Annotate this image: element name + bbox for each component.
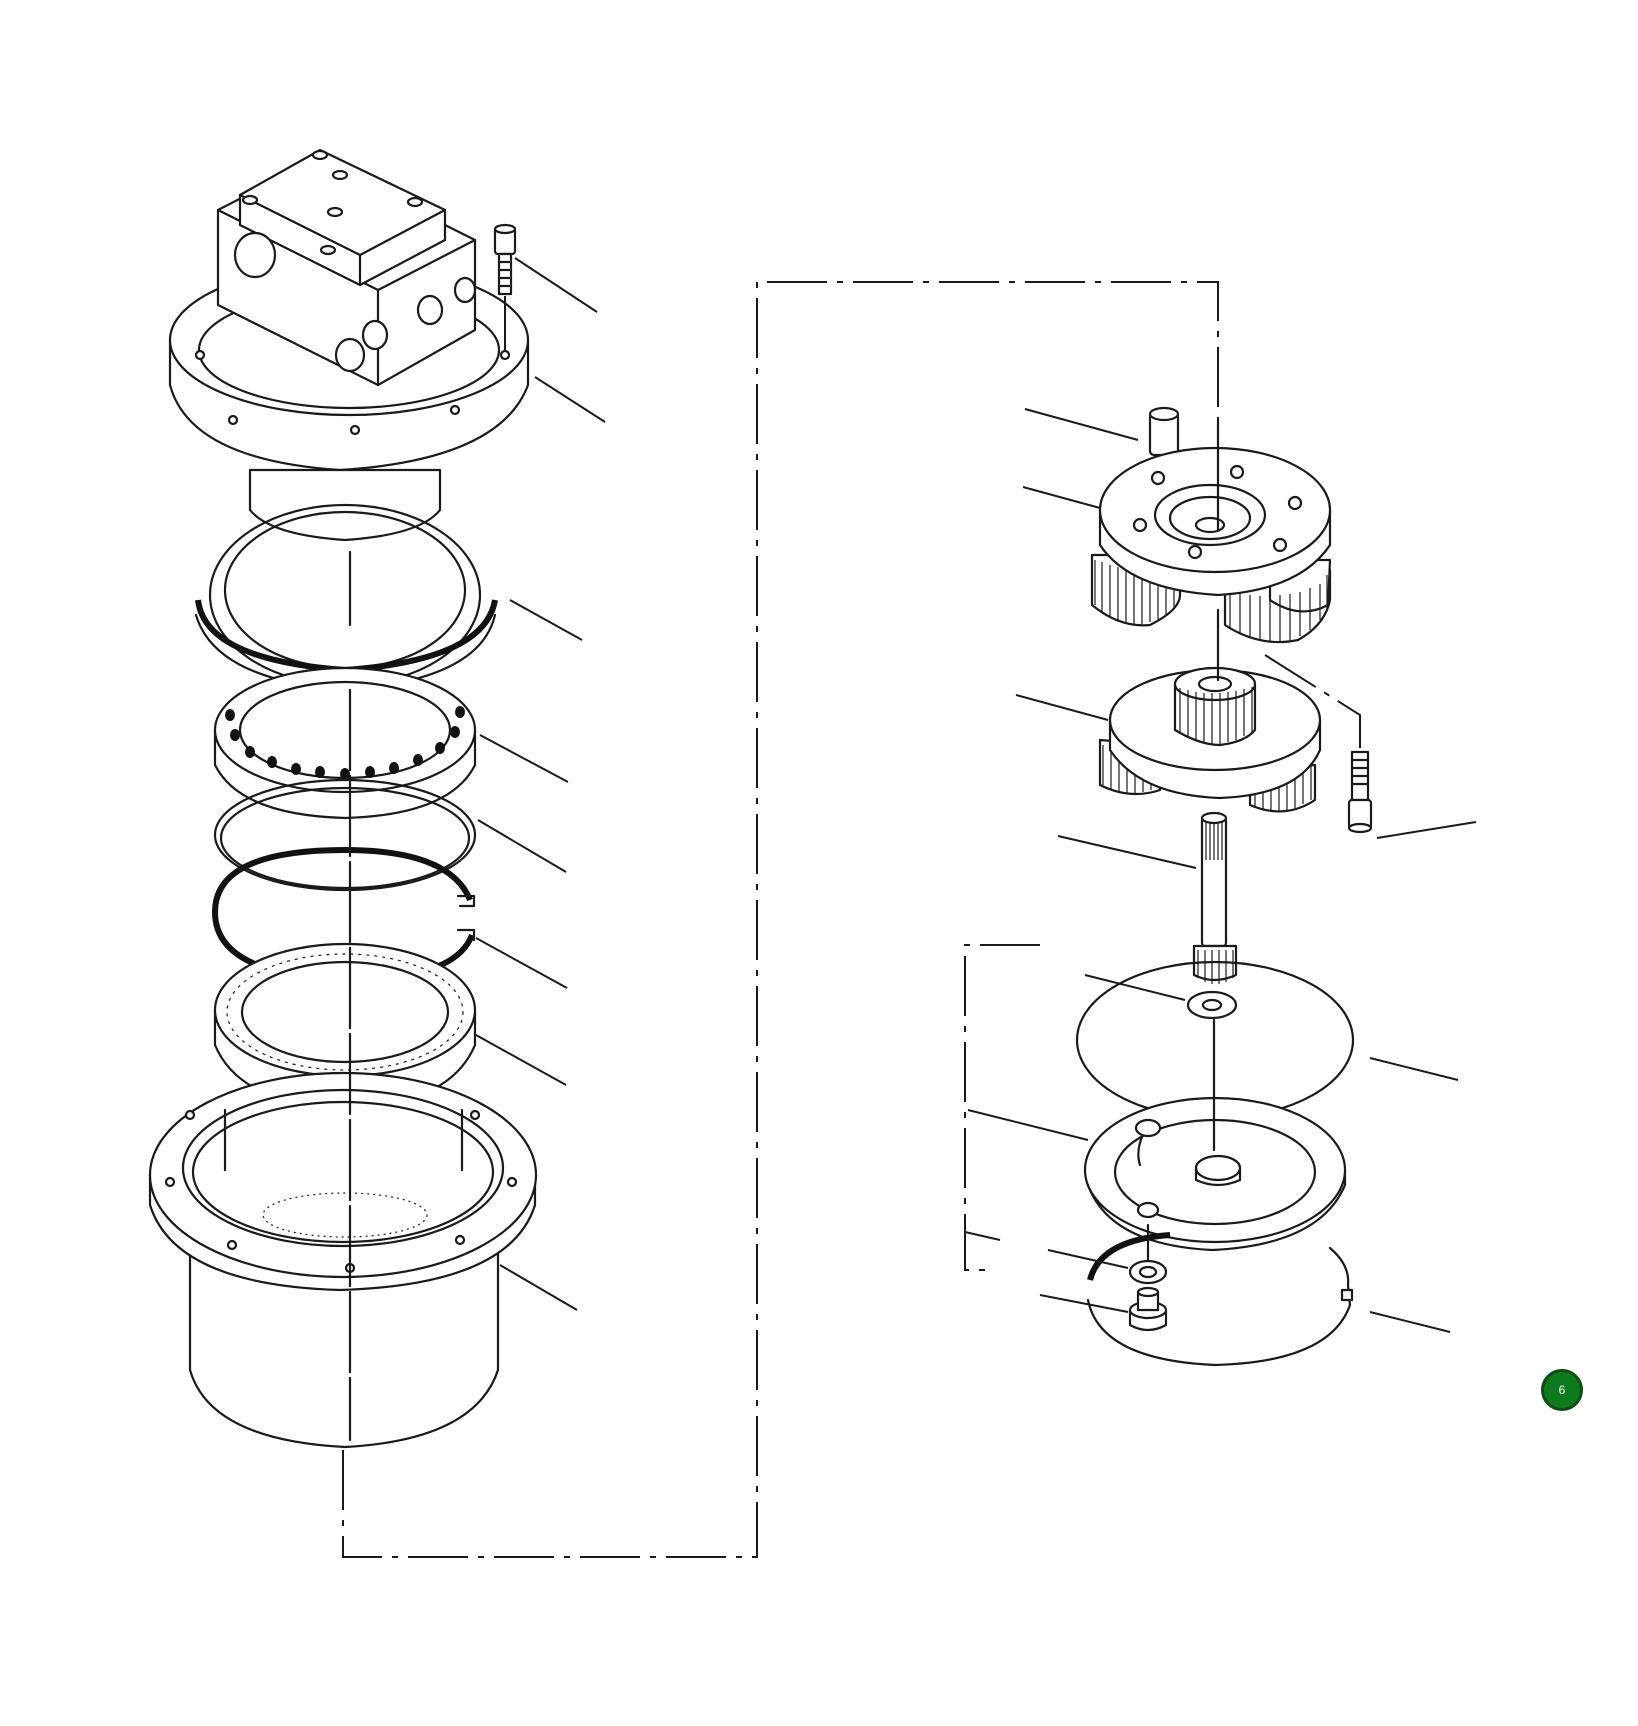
motor-assembly — [168, 148, 530, 542]
seal-washer — [1128, 1259, 1168, 1285]
leader-lines-right — [967, 408, 1477, 1333]
drain-plug — [1128, 1286, 1168, 1332]
ring-gear-housing — [148, 1071, 538, 1449]
page-number-badge[interactable]: 6 — [1541, 1369, 1583, 1411]
leader-lines-left — [475, 257, 606, 1311]
cap-screw-right — [1264, 654, 1373, 834]
snap-ring-right — [1086, 1232, 1354, 1367]
o-ring-left — [213, 778, 477, 892]
input-shaft — [1192, 811, 1238, 984]
planet-carrier-lower — [1098, 666, 1322, 813]
thrust-washer — [1186, 990, 1238, 1020]
cover-plate — [1083, 1096, 1347, 1252]
connector-path — [342, 281, 1219, 1558]
cap-screw-top — [493, 223, 517, 350]
planet-carrier-upper — [1090, 446, 1332, 644]
grouping-bracket — [964, 944, 1040, 1271]
